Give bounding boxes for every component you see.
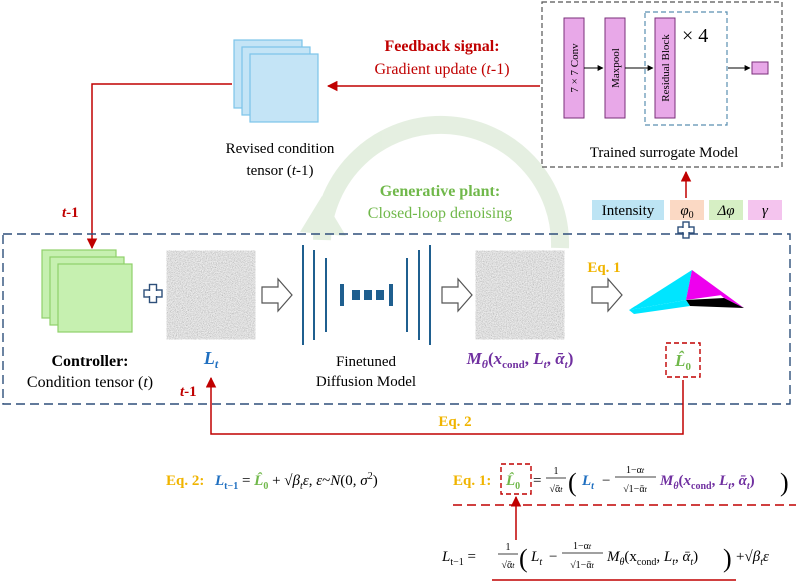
svg-text:Lt−1 =: Lt−1 = <box>441 549 476 568</box>
equation-1: Eq. 1: L̂0 = 1 √ᾱt ( Lt − 1−αt √1−ᾱt Mθ(… <box>453 463 789 497</box>
surrogate-title: Trained surrogate Model <box>590 145 739 161</box>
svg-text:(: ( <box>519 544 528 573</box>
generative-title: Generative plant: <box>380 183 500 200</box>
svg-text:1: 1 <box>506 542 511 553</box>
feedback-title: Feedback signal: <box>384 38 499 55</box>
svg-text:Lt: Lt <box>530 549 542 568</box>
closed-loop-box <box>2 233 791 405</box>
revised-line2: tensor (t-1) <box>246 163 313 179</box>
diffusion-line2: Diffusion Model <box>316 374 416 390</box>
controller-subtitle: Condition tensor (t) <box>27 374 153 391</box>
generative-subtitle: Closed-loop denoising <box>368 205 512 222</box>
intensity-chip <box>592 200 664 220</box>
revised-line1: Revised condition <box>226 141 335 157</box>
parameter-row: Intensity φ0 Δφ γ <box>592 200 782 221</box>
svg-text:1−αt: 1−αt <box>573 541 592 552</box>
eq1-arrow-label: Eq. 1 <box>587 260 620 276</box>
residual-group <box>644 11 728 126</box>
plus-icon-main <box>143 283 163 304</box>
controller-tensor-stack <box>41 249 133 333</box>
output-node <box>751 61 769 75</box>
diffusion-model-icon <box>302 245 431 345</box>
diffusion-line1: Finetuned <box>336 354 396 370</box>
predicted-noise-image <box>483 258 557 332</box>
svg-text:Lt−1 = L̂0 + √βtε, ε~N(0, σ2): Lt−1 = L̂0 + √βtε, ε~N(0, σ2) <box>214 471 378 492</box>
residual-block <box>654 17 676 119</box>
l0-box <box>665 342 701 378</box>
svg-text:√ᾱt: √ᾱt <box>502 560 516 571</box>
feedback-subtitle: Gradient update (t-1) <box>374 61 509 78</box>
block-arrow-1 <box>261 277 293 313</box>
svg-text:): ) <box>723 544 732 573</box>
noise-latent-image <box>174 258 248 332</box>
dphi-chip <box>709 200 743 220</box>
svg-text:−: − <box>549 549 557 565</box>
svg-text:Mθ(xcond, Lt, ᾱt): Mθ(xcond, Lt, ᾱt) <box>659 473 755 492</box>
eq1-prefix: Eq. 1: <box>453 473 491 489</box>
svg-text:): ) <box>780 468 789 497</box>
latent-label: Lt <box>203 348 219 371</box>
svg-text:Mθ(xcond, Lt, ᾱt): Mθ(xcond, Lt, ᾱt) <box>606 549 698 568</box>
residual-label: Residual Block <box>660 34 672 102</box>
loop-cycle-arrow <box>300 116 570 249</box>
plus-icon-params <box>677 221 695 239</box>
svg-text:1: 1 <box>554 466 559 477</box>
t-minus-1-top: t-1 <box>62 205 79 221</box>
residual-repeat: × 4 <box>682 25 708 47</box>
svg-text:−: − <box>602 473 610 489</box>
eq2-prefix: Eq. 2: <box>166 473 204 489</box>
svg-text:(: ( <box>568 468 577 497</box>
svg-text:Lt: Lt <box>581 473 595 492</box>
controller-title: Controller: <box>51 353 128 370</box>
svg-text:√1−ᾱt: √1−ᾱt <box>570 560 594 571</box>
maxpool-label: Maxpool <box>610 48 622 88</box>
t-minus-1-bottom: t-1 <box>180 384 197 400</box>
svg-text:√1−ᾱt: √1−ᾱt <box>623 484 647 495</box>
dphi-label: Δφ <box>716 203 734 219</box>
gamma-label: γ <box>762 203 769 219</box>
gamma-chip <box>748 200 782 220</box>
mtheta-label: Mθ(xcond, Lt, ᾱt) <box>466 349 574 371</box>
output-geometry-image <box>629 270 744 314</box>
block-arrow-3 <box>591 277 623 313</box>
phi0-chip <box>670 200 704 220</box>
block-arrow-2 <box>441 277 473 313</box>
svg-text:√ᾱt: √ᾱt <box>550 484 564 495</box>
revised-tensor-stack <box>233 39 319 123</box>
svg-text:1−αt: 1−αt <box>626 465 645 476</box>
equation-final: Lt−1 = 1 √ᾱt ( Lt − 1−αt √1−ᾱt Mθ(xcond,… <box>441 541 769 573</box>
svg-text:L̂0: L̂0 <box>505 472 520 492</box>
l0-label: L̂0 <box>674 351 691 373</box>
intensity-label: Intensity <box>602 203 655 219</box>
surrogate-model-box: 7 × 7 Conv Maxpool Residual Block × 4 Tr… <box>541 1 783 168</box>
svg-text:+√βtε: +√βtε <box>736 549 769 568</box>
equation-2: Eq. 2: Lt−1 = L̂0 + √βtε, ε~N(0, σ2) <box>166 471 378 492</box>
eq2-loop-label: Eq. 2 <box>438 414 471 430</box>
conv-label: 7 × 7 Conv <box>569 43 581 93</box>
svg-text:=: = <box>533 473 541 489</box>
